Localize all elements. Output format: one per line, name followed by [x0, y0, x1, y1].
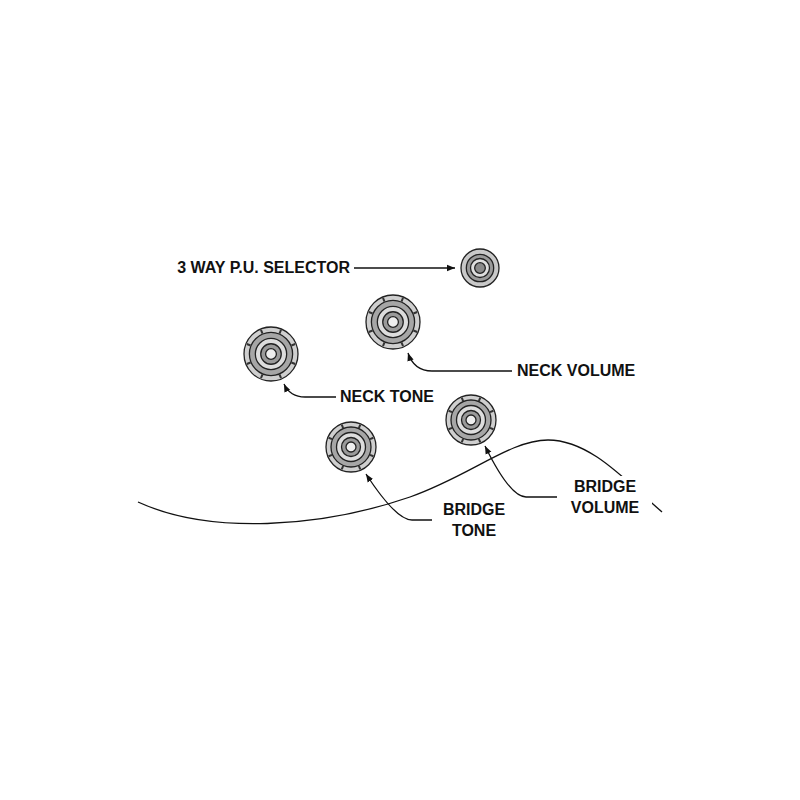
knob-notch [383, 342, 385, 346]
knob-ring [466, 254, 493, 281]
part-label: NECK TONE [337, 386, 437, 407]
knob-ring [383, 312, 404, 333]
knob-notch [247, 344, 251, 346]
knob-ring [249, 332, 292, 375]
knob-ring [446, 395, 496, 445]
knob-notch [449, 411, 452, 412]
control-knob [244, 327, 298, 381]
body-outline [138, 440, 662, 524]
leader-arrow [354, 267, 455, 268]
knob-ring [388, 317, 399, 328]
knob-notch [479, 398, 480, 401]
knob-notch [279, 330, 281, 334]
knob-notch [462, 398, 463, 401]
control-knob [446, 395, 496, 445]
knob-notch [490, 428, 493, 429]
knob-ring [346, 442, 356, 452]
selector-switch [461, 249, 499, 287]
knob-notch [490, 411, 493, 412]
knob-notch [359, 466, 360, 469]
knob-ring [366, 295, 420, 349]
knob-ring [342, 438, 361, 457]
knob-ring [377, 306, 408, 337]
knob-ring [451, 400, 491, 440]
knob-ring [462, 411, 481, 430]
part-label: 3 WAY P.U. SELECTOR [174, 257, 353, 278]
knob-notch [370, 438, 373, 439]
knob-notch [479, 439, 480, 442]
knob-notch [401, 298, 403, 302]
knob-notch [342, 466, 343, 469]
knob-notch [369, 312, 373, 314]
knob-ring [244, 327, 298, 381]
knob-ring [326, 422, 376, 472]
part-label: BRIDGE VOLUME [558, 476, 652, 518]
knob-ring [471, 259, 490, 278]
knob-ring [466, 415, 476, 425]
knob-notch [401, 342, 403, 346]
knob-notch [329, 455, 332, 456]
knob-notch [359, 425, 360, 428]
knob-notch [291, 344, 295, 346]
knob-notch [369, 330, 373, 332]
knob-ring [266, 349, 277, 360]
knob-notch [413, 330, 417, 332]
knob-notch [413, 312, 417, 314]
part-label: BRIDGE TONE [434, 499, 514, 541]
knob-ring [261, 344, 282, 365]
leader-arrow [366, 474, 432, 520]
knob-notch [449, 428, 452, 429]
knob-ring [337, 433, 366, 462]
knob-notch [370, 455, 373, 456]
knob-group [244, 249, 499, 472]
knob-notch [291, 362, 295, 364]
knob-notch [279, 374, 281, 378]
knob-ring [371, 300, 414, 343]
knob-notch [342, 425, 343, 428]
knob-ring [461, 249, 499, 287]
knob-notch [329, 438, 332, 439]
knob-ring [331, 427, 371, 467]
leader-arrow [408, 353, 512, 371]
leader-arrow [284, 384, 336, 397]
knob-ring [457, 406, 486, 435]
part-label: NECK VOLUME [514, 360, 638, 381]
control-knob [366, 295, 420, 349]
knob-notch [462, 439, 463, 442]
knob-ring [255, 338, 286, 369]
knob-ring [475, 263, 486, 274]
control-knob [326, 422, 376, 472]
leader-arrow [485, 446, 557, 497]
knob-notch [383, 298, 385, 302]
knob-notch [247, 362, 251, 364]
knob-notch [261, 330, 263, 334]
knob-notch [261, 374, 263, 378]
